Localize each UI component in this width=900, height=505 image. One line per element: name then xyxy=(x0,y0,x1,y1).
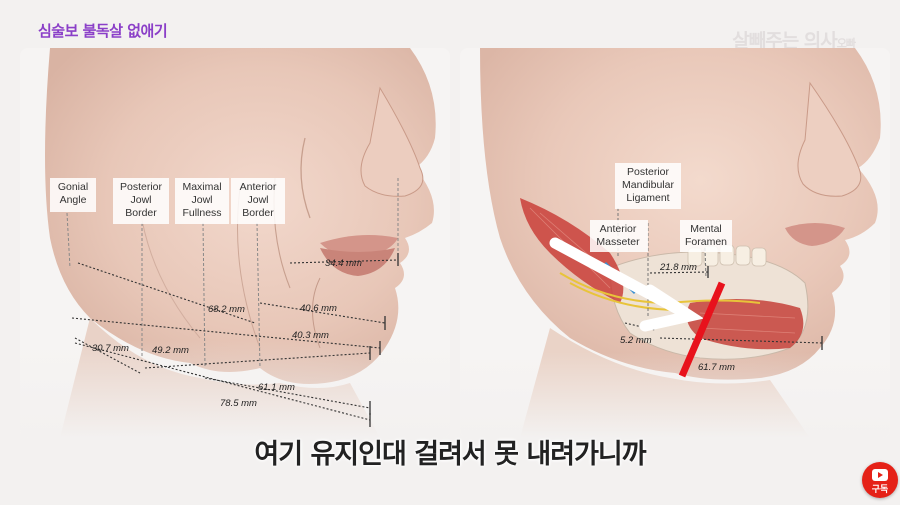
label-gonial-1: Gonial xyxy=(58,181,88,193)
label-mjf-3: Fullness xyxy=(182,207,221,219)
label-gonial-2: Angle xyxy=(60,194,87,206)
label-ajb-1: Anterior xyxy=(240,181,277,193)
label-mf-1: Mental xyxy=(690,223,722,235)
label-ajb-2: Jowl xyxy=(247,194,268,206)
subscribe-label: 구독 xyxy=(871,485,889,495)
label-pml-1: Posterior xyxy=(627,166,670,178)
video-title: 심술보 불독살 없애기 xyxy=(38,22,168,40)
label-mental-foramen: Mental Foramen xyxy=(680,220,732,252)
measure-left-3: 40.6 mm xyxy=(300,303,337,314)
measure-right-2: 5.2 mm xyxy=(620,335,652,346)
label-posterior-mandibular-ligament: Posterior Mandibular Ligament xyxy=(615,163,681,209)
label-am-1: Anterior xyxy=(600,223,637,235)
measure-right-1: 21.8 mm xyxy=(659,262,697,273)
right-face-drawing: Posterior Mandibular Ligament Anterior M… xyxy=(460,48,890,438)
label-pjb-3: Border xyxy=(125,207,157,219)
measure-left-4: 40.3 mm xyxy=(292,330,329,341)
measure-left-6: 30.7 mm xyxy=(92,343,129,354)
left-face-drawing: Gonial Angle Posterior Jowl Border Maxim… xyxy=(20,48,450,438)
label-pjb-1: Posterior xyxy=(120,181,163,193)
channel-watermark: 살빼주는 의사오빠 xyxy=(732,26,856,53)
right-illustration: Posterior Mandibular Ligament Anterior M… xyxy=(460,48,890,438)
measure-left-8: 78.5 mm xyxy=(220,398,257,409)
label-mf-2: Foramen xyxy=(685,236,727,248)
label-am-2: Masseter xyxy=(596,236,640,248)
subscribe-button[interactable]: 구독 xyxy=(862,462,898,498)
label-anterior-masseter: Anterior Masseter xyxy=(590,220,648,252)
label-ajb-3: Border xyxy=(242,207,274,219)
measure-left-5: 49.2 mm xyxy=(152,345,189,356)
arrow-annotation xyxy=(549,237,704,332)
label-pml-3: Ligament xyxy=(626,192,669,204)
left-illustration: Gonial Angle Posterior Jowl Border Maxim… xyxy=(20,48,450,438)
watermark-main: 살빼주는 의사 xyxy=(732,30,837,52)
measure-left-1: 34.4 mm xyxy=(325,258,362,269)
measure-left-7: 61.1 mm xyxy=(258,382,295,393)
label-pjb-2: Jowl xyxy=(130,194,151,206)
label-anterior-jowl-border: Anterior Jowl Border xyxy=(231,178,285,224)
watermark-small: 오빠 xyxy=(836,37,856,50)
label-mjf-2: Jowl xyxy=(191,194,212,206)
label-maximal-jowl-fullness: Maximal Jowl Fullness xyxy=(175,178,229,224)
caption-subtitle: 여기 유지인대 걸려서 못 내려가니까 xyxy=(254,439,646,470)
red-block-line xyxy=(678,281,726,378)
measure-left-2: 68.2 mm xyxy=(208,304,245,315)
play-icon xyxy=(872,469,888,481)
label-gonial-angle: Gonial Angle xyxy=(50,178,96,212)
label-mjf-1: Maximal xyxy=(182,181,221,193)
measure-right-3: 61.7 mm xyxy=(698,362,735,373)
label-posterior-jowl-border: Posterior Jowl Border xyxy=(113,178,169,224)
label-pml-2: Mandibular xyxy=(622,179,674,191)
